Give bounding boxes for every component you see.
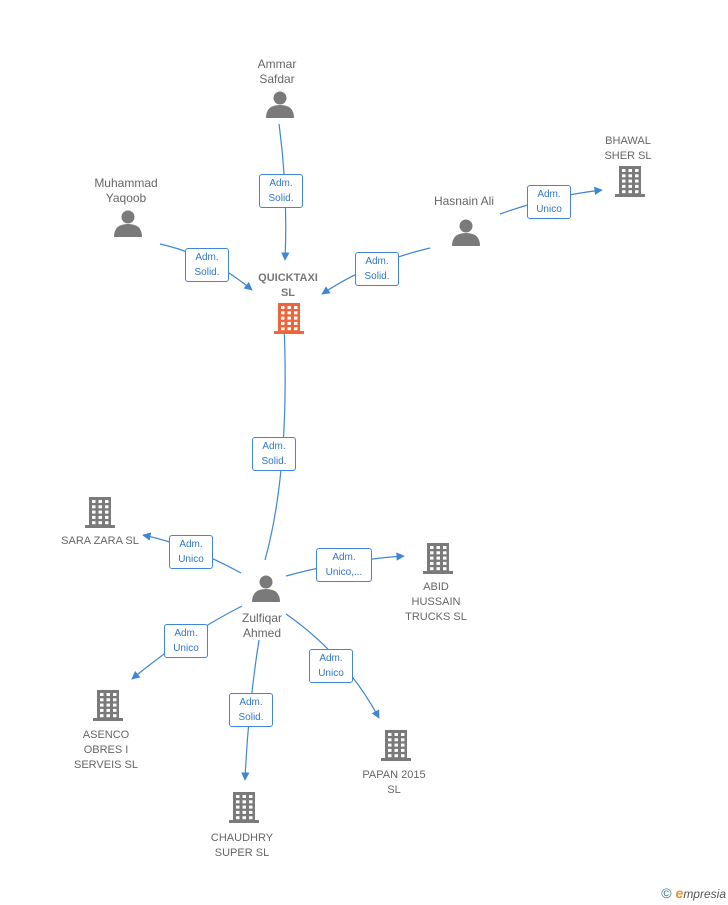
edge-label-zulfiqar-to-asenco[interactable]: Adm. Unico (164, 624, 208, 658)
building-icon-chaudhry[interactable] (229, 792, 259, 823)
edge-label-muhammad-to-quicktaxi[interactable]: Adm. Solid. (185, 248, 229, 282)
building-icon-papan[interactable] (381, 730, 411, 761)
node-label-quicktaxi[interactable]: QUICKTAXI SL (258, 272, 318, 299)
node-label-abid[interactable]: ABID HUSSAIN TRUCKS SL (405, 581, 467, 623)
building-icon-bhawal[interactable] (615, 166, 645, 197)
brand-initial: e (675, 885, 684, 901)
node-label-ammar[interactable]: Ammar Safdar (257, 57, 297, 86)
node-label-papan[interactable]: PAPAN 2015 SL (362, 769, 426, 796)
node-label-asenco[interactable]: ASENCO OBRES I SERVEIS SL (74, 729, 138, 771)
edge-label-zulfiqar-to-papan[interactable]: Adm. Unico (309, 649, 353, 683)
node-label-bhawal[interactable]: BHAWAL SHER SL (604, 135, 652, 162)
edge-label-zulfiqar-to-chaudhry[interactable]: Adm. Solid. (229, 693, 273, 727)
edge-label-hasnain-to-quicktaxi[interactable]: Adm. Solid. (355, 252, 399, 286)
person-icon-muhammad[interactable] (114, 210, 142, 238)
building-icon-quicktaxi[interactable] (274, 303, 304, 334)
building-icon-sarazara[interactable] (85, 497, 115, 528)
node-label-muhammad[interactable]: Muhammad Yaqoob (94, 176, 158, 205)
node-label-hasnain[interactable]: Hasnain Ali (433, 194, 495, 208)
node-label-chaudhry[interactable]: CHAUDHRY SUPER SL (210, 832, 274, 859)
building-icon-asenco[interactable] (93, 690, 123, 721)
brand-logo: ©empresia (661, 885, 726, 901)
edge-label-ammar-to-quicktaxi[interactable]: Adm. Solid. (259, 174, 303, 208)
building-icon-abid[interactable] (423, 543, 453, 574)
person-icon-hasnain[interactable] (452, 219, 480, 247)
brand-name: mpresia (683, 887, 726, 901)
person-icon-ammar[interactable] (266, 91, 294, 119)
edge-label-hasnain-to-bhawal[interactable]: Adm. Unico (527, 185, 571, 219)
edge-label-zulfiqar-to-quicktaxi[interactable]: Adm. Solid. (252, 437, 296, 471)
copyright-icon: © (661, 885, 672, 901)
node-label-zulfiqar[interactable]: Zulfiqar Ahmed (241, 611, 282, 640)
node-label-sarazara[interactable]: SARA ZARA SL (61, 535, 139, 547)
edge-label-zulfiqar-to-abid[interactable]: Adm. Unico,... (316, 548, 372, 582)
edge-label-zulfiqar-to-sarazara[interactable]: Adm. Unico (169, 535, 213, 569)
person-icon-zulfiqar[interactable] (252, 575, 280, 603)
